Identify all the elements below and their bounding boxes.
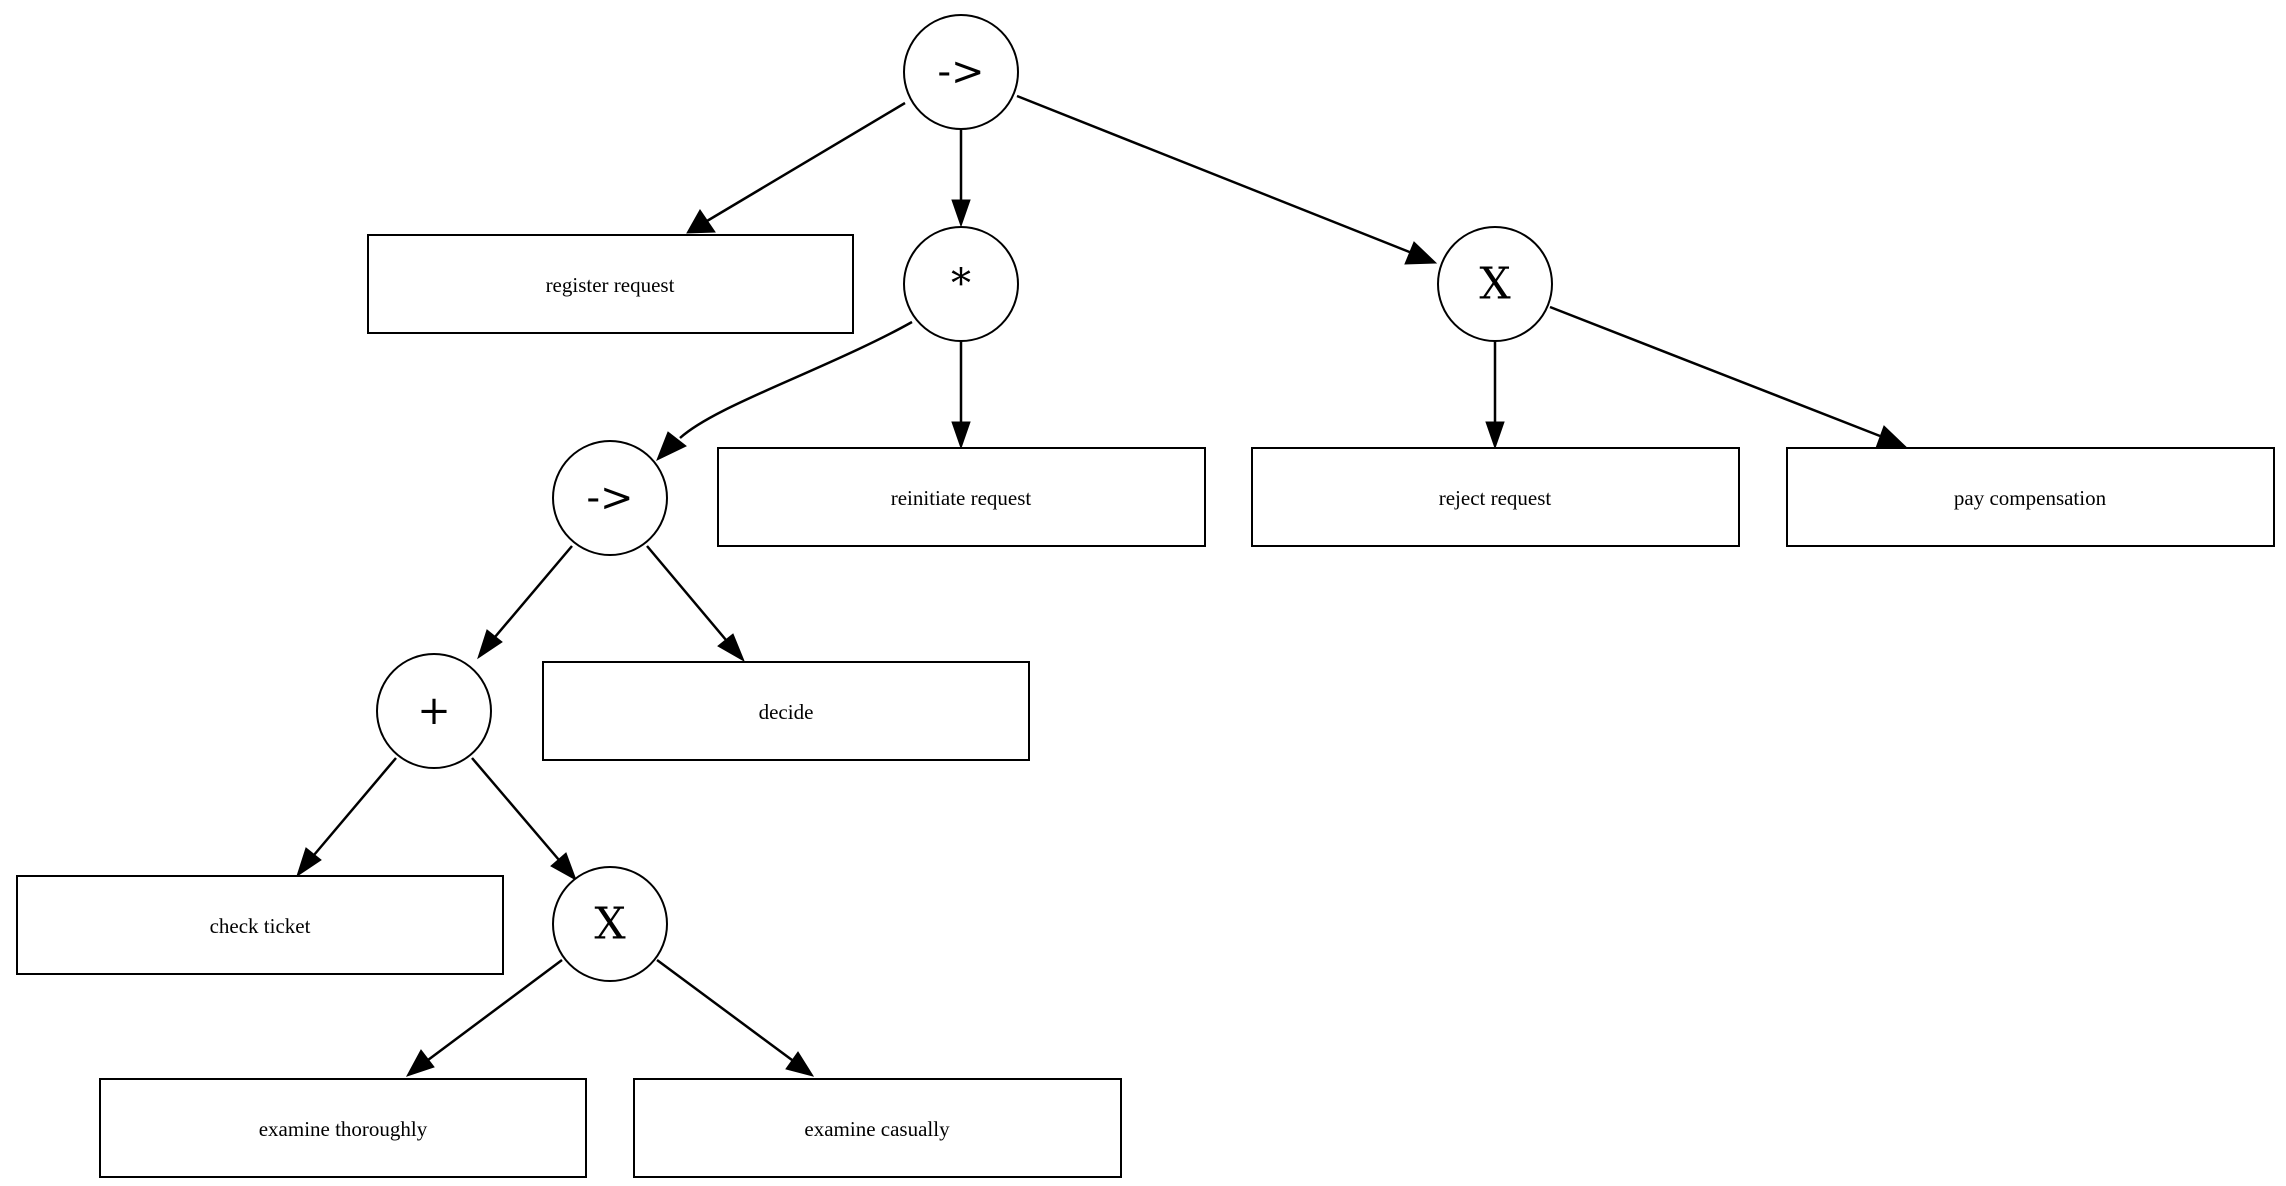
- edge-seq-inner-to-decide: [646, 545, 746, 663]
- operator-label-root: ->: [937, 49, 984, 95]
- operator-label-xor-top: X: [1479, 259, 1511, 310]
- activity-label-register-request: register request: [546, 273, 675, 297]
- edge-and-to-check-ticket: [296, 757, 397, 878]
- edge-xor-top-to-reject-request: [1485, 340, 1505, 450]
- activity-label-check-ticket: check ticket: [210, 914, 311, 938]
- activity-node-reinitiate-request: reinitiate request: [717, 447, 1206, 547]
- activity-label-examine-casually: examine casually: [804, 1117, 950, 1141]
- edge-seq-inner-to-and: [477, 545, 573, 660]
- edge-xor-bottom-to-examine-casually: [656, 958, 815, 1077]
- operator-node-and: +: [376, 653, 492, 769]
- edge-root-to-loop: [951, 130, 971, 228]
- activity-node-decide: decide: [542, 661, 1030, 761]
- operator-node-seq-inner: ->: [552, 440, 668, 556]
- activity-node-examine-thoroughly: examine thoroughly: [99, 1078, 587, 1178]
- activity-label-pay-compensation: pay compensation: [1954, 486, 2107, 510]
- operator-label-xor-bottom: X: [594, 899, 626, 950]
- activity-label-decide: decide: [759, 700, 814, 724]
- activity-node-register-request: register request: [367, 234, 854, 334]
- operator-label-and: +: [417, 688, 451, 734]
- activity-label-reject-request: reject request: [1439, 486, 1552, 510]
- edges: [296, 94, 1909, 1077]
- edge-root-to-register-request: [686, 101, 906, 234]
- activity-node-examine-casually: examine casually: [633, 1078, 1122, 1178]
- activity-node-reject-request: reject request: [1251, 447, 1740, 547]
- operator-node-loop: *: [903, 226, 1019, 342]
- edge-root-to-xor-top: [1016, 94, 1438, 265]
- edge-and-to-xor-bottom: [471, 757, 577, 882]
- operator-label-loop: *: [951, 261, 971, 307]
- edge-xor-top-to-pay-compensation: [1549, 305, 1909, 449]
- activity-node-check-ticket: check ticket: [16, 875, 504, 975]
- operator-node-xor-top: X: [1437, 226, 1553, 342]
- edge-loop-to-reinitiate-request: [951, 340, 971, 450]
- activity-label-reinitiate-request: reinitiate request: [891, 486, 1032, 510]
- operator-node-xor-bottom: X: [552, 866, 668, 982]
- activity-node-pay-compensation: pay compensation: [1786, 447, 2275, 547]
- edge-loop-to-seq-inner: [656, 320, 913, 462]
- operator-label-seq-inner: ->: [586, 475, 633, 521]
- operator-node-root: ->: [903, 14, 1019, 130]
- edge-xor-bottom-to-examine-thoroughly: [405, 958, 563, 1077]
- activity-label-examine-thoroughly: examine thoroughly: [259, 1117, 428, 1141]
